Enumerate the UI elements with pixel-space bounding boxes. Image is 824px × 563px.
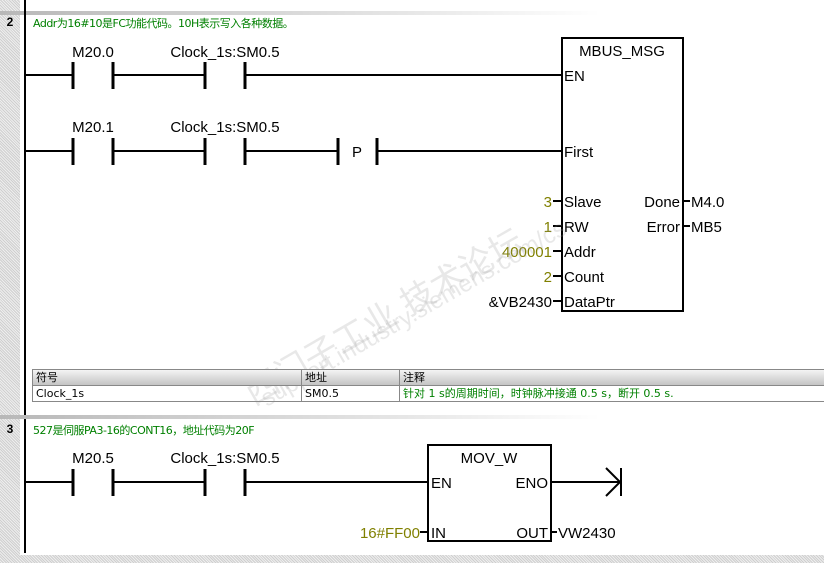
operand-rw[interactable]: 1 (544, 219, 552, 236)
table-row[interactable]: Clock_1s SM0.5 针对 1 s的周期时间，时钟脉冲接通 0.5 s，… (33, 386, 824, 401)
contact-m20-5[interactable] (71, 469, 115, 496)
operand-out[interactable]: VW2430 (558, 525, 616, 542)
pin-en: EN (431, 475, 452, 492)
cell-comment: 针对 1 s的周期时间，时钟脉冲接通 0.5 s，断开 0.5 s. (403, 387, 674, 400)
cell-symbol: Clock_1s (33, 386, 302, 401)
network-comment[interactable]: 527是伺服PA3-16的CONT16，地址代码为20F (33, 424, 255, 437)
contact-clock-3[interactable] (203, 469, 247, 496)
header-comment: 注释 (403, 371, 425, 384)
symbol-table: 符号 地址 注释 Clock_1s SM0.5 针对 1 s的周期时间，时钟脉冲… (32, 369, 824, 402)
mbus-msg-block[interactable] (561, 37, 684, 312)
network-separator (0, 11, 600, 15)
coil-end-icon (605, 467, 622, 497)
horizontal-scrollbar[interactable] (20, 555, 824, 563)
pin-first: First (564, 144, 594, 161)
contact-label[interactable]: Clock_1s:SM0.5 (170, 44, 279, 61)
operand-slave[interactable]: 3 (544, 194, 552, 211)
contact-clock-1[interactable] (203, 62, 247, 89)
contact-m20-1[interactable] (71, 138, 115, 165)
pin-dataptr: DataPtr (564, 294, 615, 311)
network-gutter (0, 0, 20, 563)
positive-edge[interactable] (336, 138, 379, 165)
block-title: MOV_W (461, 450, 519, 467)
mov-w-block[interactable] (427, 444, 552, 542)
symbol-table-header: 符号 地址 注释 (33, 370, 824, 386)
pin-out: OUT (516, 525, 548, 542)
pin-eno: ENO (515, 475, 548, 492)
operand-done[interactable]: M4.0 (691, 194, 724, 211)
contact-label[interactable]: M20.1 (72, 119, 114, 136)
network-number: 3 (6, 422, 14, 436)
pin-error: Error (647, 219, 680, 236)
cell-address: SM0.5 (302, 386, 400, 401)
header-symbol: 符号 (33, 370, 302, 385)
operand-in[interactable]: 16#FF00 (360, 525, 420, 542)
network-number: 2 (6, 15, 14, 29)
pin-done: Done (644, 194, 680, 211)
contact-m20-0[interactable] (71, 62, 115, 89)
operand-dataptr[interactable]: &VB2430 (489, 294, 552, 311)
pin-rw: RW (564, 219, 590, 236)
contact-clock-2[interactable] (203, 138, 247, 165)
operand-count[interactable]: 2 (544, 269, 552, 286)
operand-error[interactable]: MB5 (691, 219, 722, 236)
network-separator (0, 415, 600, 419)
contact-label[interactable]: Clock_1s:SM0.5 (170, 450, 279, 467)
operand-addr[interactable]: 400001 (502, 244, 552, 261)
header-address: 地址 (302, 370, 400, 385)
pin-addr: Addr (564, 244, 596, 261)
network-comment[interactable]: Addr为16#10是FC功能代码。10H表示写入各种数据。 (33, 17, 294, 30)
pin-count: Count (564, 269, 605, 286)
contact-label[interactable]: M20.5 (72, 450, 114, 467)
pin-en: EN (564, 68, 585, 85)
block-title: MBUS_MSG (579, 43, 665, 60)
contact-label[interactable]: Clock_1s:SM0.5 (170, 119, 279, 136)
pin-slave: Slave (564, 194, 602, 211)
pin-ticks (553, 200, 690, 302)
edge-label: P (352, 144, 362, 161)
pin-in: IN (431, 525, 446, 542)
contact-label[interactable]: M20.0 (72, 44, 114, 61)
